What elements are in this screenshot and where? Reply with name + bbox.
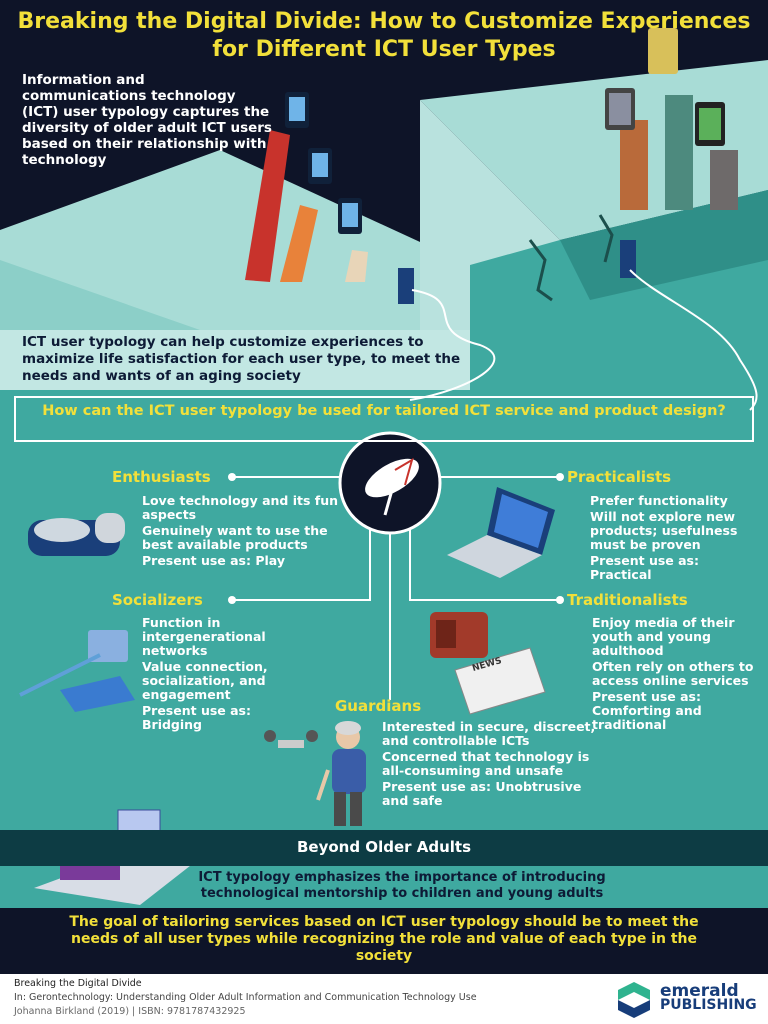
footer-title: Breaking the Digital Divide bbox=[14, 978, 142, 989]
title-line-1: Breaking the Digital Divide: How to Cust… bbox=[17, 9, 751, 34]
practicalists-heading: Practicalists bbox=[567, 468, 672, 486]
page-title: Breaking the Digital Divide: How to Cust… bbox=[0, 8, 768, 64]
socializers-line: Function in intergenerational networks bbox=[142, 615, 266, 658]
guardians-heading: Guardians bbox=[335, 697, 422, 715]
guardians-line: Concerned that technology is all-consumi… bbox=[382, 749, 590, 778]
practicalists-line: Present use as: Practical bbox=[590, 553, 699, 582]
traditionalists-line: Present use as: Comforting and tradition… bbox=[592, 689, 702, 732]
practicalists-description: Prefer functionality Will not explore ne… bbox=[590, 494, 755, 584]
enthusiasts-description: Love technology and its fun aspects Genu… bbox=[142, 494, 342, 570]
goal-text: The goal of tailoring services based on … bbox=[69, 914, 699, 964]
enthusiasts-line: Love technology and its fun aspects bbox=[142, 493, 339, 522]
title-line-2: for Different ICT User Types bbox=[212, 37, 556, 62]
beyond-banner bbox=[0, 830, 768, 866]
traditionalists-line: Enjoy media of their youth and young adu… bbox=[592, 615, 735, 658]
enthusiasts-line: Present use as: Play bbox=[142, 553, 285, 568]
logo-line-1: emerald bbox=[660, 981, 739, 1001]
beyond-text: ICT typology emphasizes the importance o… bbox=[198, 870, 606, 901]
traditionalists-line: Often rely on others to access online se… bbox=[592, 659, 754, 688]
guardians-line: Present use as: Unobtrusive and safe bbox=[382, 779, 582, 808]
footer bbox=[0, 974, 768, 1024]
practicalists-line: Prefer functionality bbox=[590, 493, 728, 508]
goal-banner bbox=[0, 908, 768, 974]
publisher-logo-text: emerald PUBLISHING bbox=[660, 981, 757, 1013]
central-question: How can the ICT user typology be used fo… bbox=[14, 396, 754, 442]
practicalists-line: Will not explore new products; usefulnes… bbox=[590, 509, 738, 552]
emerald-logo-icon bbox=[618, 982, 650, 1018]
enthusiasts-heading: Enthusiasts bbox=[112, 468, 211, 486]
intro-text: Information and communications technolog… bbox=[22, 72, 272, 168]
logo-line-2: PUBLISHING bbox=[660, 997, 757, 1013]
socializers-heading: Socializers bbox=[112, 591, 203, 609]
traditionalists-heading: Traditionalists bbox=[567, 591, 688, 609]
socializers-line: Present use as: Bridging bbox=[142, 703, 251, 732]
guardians-line: Interested in secure, discreet, and cont… bbox=[382, 719, 596, 748]
enthusiasts-line: Genuinely want to use the best available… bbox=[142, 523, 328, 552]
footer-source: In: Gerontechnology: Understanding Older… bbox=[14, 992, 477, 1003]
intro-secondary-text: ICT user typology can help customize exp… bbox=[22, 334, 461, 384]
guardians-description: Interested in secure, discreet, and cont… bbox=[382, 720, 597, 810]
footer-citation: Johanna Birkland (2019) | ISBN: 97817874… bbox=[14, 1006, 246, 1017]
socializers-description: Function in intergenerational networks V… bbox=[142, 616, 292, 734]
traditionalists-description: Enjoy media of their youth and young adu… bbox=[592, 616, 757, 734]
socializers-line: Value connection, socialization, and eng… bbox=[142, 659, 268, 702]
beyond-title: Beyond Older Adults bbox=[296, 838, 472, 856]
